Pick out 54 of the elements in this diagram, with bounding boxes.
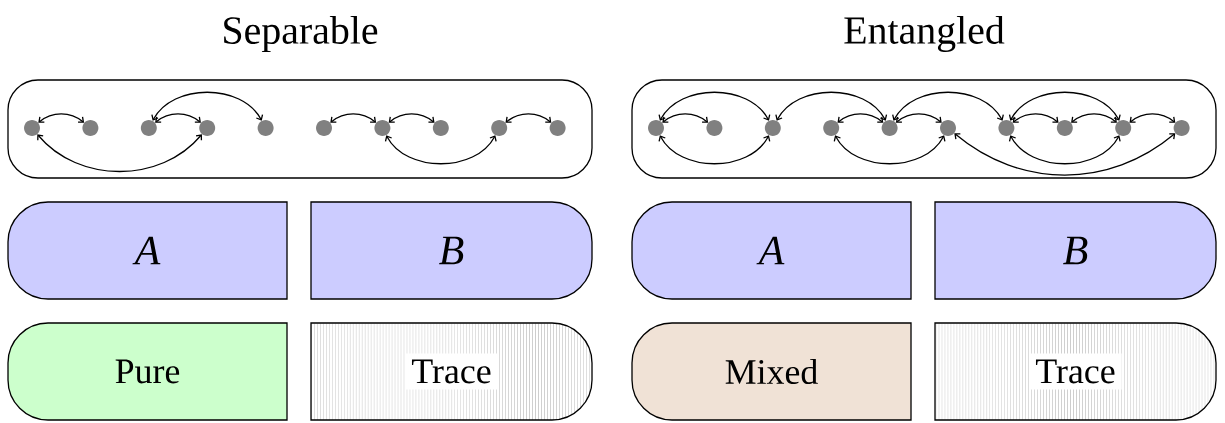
- panel-title: Entangled: [844, 15, 1005, 53]
- graph-vertex: [706, 120, 723, 136]
- graph-vertex: [257, 120, 274, 136]
- graph-vertex: [432, 120, 449, 136]
- trace-box: Trace: [310, 322, 593, 421]
- graph-box: [631, 79, 1217, 179]
- graph-vertex: [491, 120, 508, 136]
- arrow: [658, 135, 771, 165]
- graph-vertex: [140, 120, 157, 136]
- graph-vertex: [823, 120, 840, 136]
- arrow: [151, 91, 264, 121]
- arrow: [1008, 91, 1121, 121]
- arrow: [505, 113, 552, 123]
- state-box: Pure: [7, 322, 288, 421]
- arrow: [658, 91, 771, 121]
- arrow: [388, 113, 435, 123]
- state-box: Mixed: [631, 322, 912, 421]
- graph-vertex: [374, 120, 391, 136]
- arrow: [775, 91, 888, 121]
- arrow: [833, 135, 946, 165]
- graph-vertex: [1056, 120, 1073, 136]
- subsystem-box: B: [310, 201, 593, 300]
- arrow: [954, 133, 1176, 176]
- arrow: [38, 113, 85, 123]
- graph-vertex: [199, 120, 216, 136]
- arrow: [662, 113, 709, 123]
- graph-vertex: [316, 120, 332, 136]
- arrow: [892, 91, 1004, 121]
- subsystem-box: A: [7, 201, 288, 300]
- arrow: [37, 134, 203, 173]
- subsystem-box: B: [934, 201, 1217, 300]
- graph-box: [7, 79, 593, 179]
- arrow: [895, 113, 942, 123]
- graph-vertex: [648, 120, 664, 136]
- panel-title: Separable: [224, 15, 378, 53]
- arrow: [837, 113, 884, 123]
- graph-vertex: [881, 120, 898, 136]
- arrow: [1012, 113, 1059, 123]
- graph-vertex: [764, 120, 781, 136]
- graph-vertex: [1173, 120, 1190, 136]
- arrow: [1071, 113, 1117, 123]
- graph-vertex: [998, 120, 1015, 136]
- graph-vertex: [82, 120, 99, 136]
- arrow: [384, 135, 497, 165]
- trace-box: Trace: [934, 322, 1217, 421]
- arrow: [155, 113, 201, 123]
- graph-vertex: [940, 120, 956, 136]
- arrow: [330, 113, 377, 123]
- arrow: [1008, 135, 1121, 165]
- subsystem-box: A: [631, 201, 912, 300]
- graph-vertex: [24, 120, 40, 136]
- arrow: [1129, 113, 1176, 123]
- graph-vertex: [1115, 120, 1132, 136]
- graph-vertex: [549, 120, 566, 136]
